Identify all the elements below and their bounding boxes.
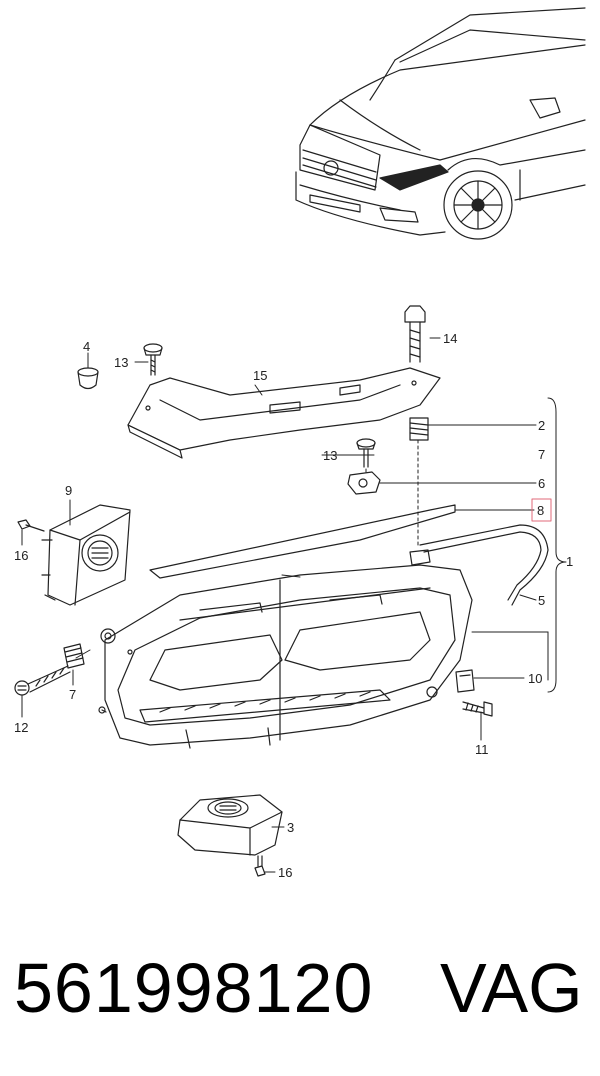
cap-plug bbox=[77, 367, 99, 390]
headlight-housing-1 bbox=[98, 549, 473, 749]
spring-nut-7 bbox=[63, 643, 85, 669]
callout-labels: 4 13 15 14 2 13 7 6 8 1 5 10 11 9 16 7 1… bbox=[14, 331, 573, 880]
callout-13-top: 13 bbox=[114, 355, 128, 370]
screw-11 bbox=[462, 701, 493, 717]
callout-3: 3 bbox=[287, 820, 294, 835]
part-number: 561998120 bbox=[14, 949, 374, 1027]
gasket-strip-8 bbox=[149, 504, 456, 579]
callout-8: 8 bbox=[537, 503, 544, 518]
seal-5 bbox=[419, 524, 549, 606]
brand-label: VAG bbox=[440, 949, 583, 1027]
callout-7-left: 7 bbox=[69, 687, 76, 702]
callout-11: 11 bbox=[475, 742, 489, 757]
callout-10: 10 bbox=[528, 671, 542, 686]
callout-1: 1 bbox=[566, 554, 573, 569]
callout-9: 9 bbox=[65, 483, 72, 498]
callout-14: 14 bbox=[443, 331, 457, 346]
screw-12 bbox=[14, 665, 71, 696]
bolt-14 bbox=[404, 305, 426, 363]
callout-12: 12 bbox=[14, 720, 28, 735]
vehicle-illustration bbox=[295, 7, 586, 240]
callout-15: 15 bbox=[253, 368, 267, 383]
screw-13a bbox=[143, 343, 163, 376]
clip-10 bbox=[455, 669, 475, 693]
callout-16-left: 16 bbox=[14, 548, 28, 563]
screw-16a bbox=[17, 519, 45, 532]
callout-6: 6 bbox=[538, 476, 545, 491]
callout-7-right: 7 bbox=[538, 447, 545, 462]
callout-8-highlight bbox=[531, 498, 552, 522]
callout-5: 5 bbox=[538, 593, 545, 608]
adjuster-6 bbox=[347, 471, 381, 495]
screw-16b bbox=[254, 855, 266, 877]
callout-16-bottom: 16 bbox=[278, 865, 292, 880]
control-module-3 bbox=[177, 794, 283, 856]
leader-lines bbox=[21, 337, 567, 873]
screw-13b bbox=[356, 438, 376, 468]
callout-2: 2 bbox=[538, 418, 545, 433]
callout-4: 4 bbox=[83, 339, 90, 354]
spring-nut-2 bbox=[409, 417, 429, 441]
callout-13-mid: 13 bbox=[323, 448, 337, 463]
mounting-bracket bbox=[127, 367, 441, 459]
control-unit-9 bbox=[41, 504, 131, 606]
